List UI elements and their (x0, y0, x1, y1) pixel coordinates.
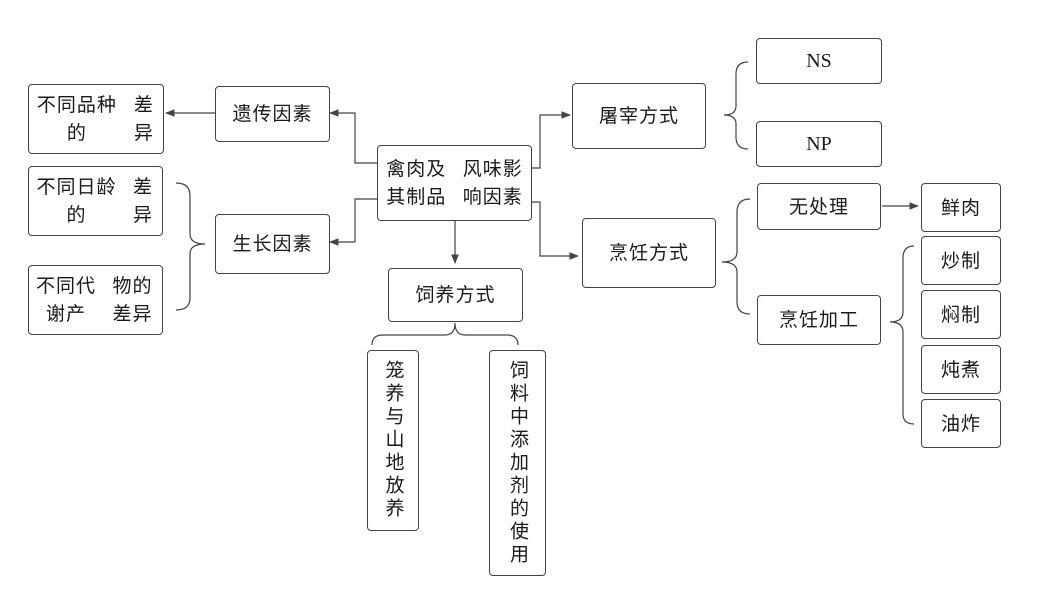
age-difference-node: 不同日龄的 差异 (28, 166, 163, 236)
brace-growth (175, 182, 206, 311)
cooking-processing-node: 烹饪加工 (757, 295, 881, 345)
metabolite-difference-line2: 物的差异 (112, 275, 153, 325)
cage-vs-free-range-node: 笼养与山地放养 (367, 350, 419, 531)
growth-factor-label: 生长因素 (232, 233, 313, 255)
stir-fry-label: 炒制 (940, 249, 981, 272)
brace-processing (889, 245, 915, 425)
ns-node: NS (756, 38, 882, 84)
stir-fry-node: 炒制 (921, 236, 1001, 285)
cooking-method-label: 烹饪方式 (608, 242, 689, 264)
braise-node: 焖制 (921, 290, 1001, 339)
feed-additive-node: 饲料中添加剂的使用 (489, 350, 546, 576)
breed-difference-line2: 差异 (133, 94, 154, 144)
slaughter-method-label: 屠宰方式 (598, 105, 679, 127)
cage-vs-free-range-label: 笼养与山地放养 (382, 360, 405, 521)
cooking-method-node: 烹饪方式 (582, 218, 716, 288)
stew-label: 炖煮 (940, 358, 981, 381)
age-difference-line1: 不同日龄的 (36, 176, 117, 226)
metabolite-difference-line1: 不同代谢产 (35, 275, 96, 325)
breed-difference-node: 不同品种的 差异 (28, 84, 164, 154)
no-treatment-label: 无处理 (788, 195, 849, 218)
genetic-factor-node: 遗传因素 (215, 86, 330, 142)
deep-fry-label: 油炸 (940, 412, 981, 435)
fresh-meat-node: 鲜肉 (921, 183, 1001, 232)
age-difference-line2: 差异 (132, 176, 153, 226)
slaughter-method-node: 屠宰方式 (572, 83, 706, 149)
fresh-meat-label: 鲜肉 (940, 196, 981, 219)
genetic-factor-label: 遗传因素 (232, 103, 313, 125)
root-line2: 风味影响因素 (462, 158, 523, 208)
stew-node: 炖煮 (921, 345, 1001, 394)
braise-label: 焖制 (940, 303, 981, 326)
root-line1: 禽肉及其制品 (386, 158, 447, 208)
metabolite-difference-node: 不同代谢产 物的差异 (28, 265, 163, 335)
no-treatment-node: 无处理 (757, 183, 881, 230)
feed-additive-label: 饲料中添加剂的使用 (507, 359, 529, 567)
feeding-method-label: 饲养方式 (415, 284, 496, 306)
breed-difference-line1: 不同品种的 (36, 94, 117, 144)
feeding-method-node: 饲养方式 (388, 268, 523, 322)
growth-factor-node: 生长因素 (215, 214, 330, 274)
root-node: 禽肉及其制品 风味影响因素 (377, 145, 532, 221)
cooking-processing-label: 烹饪加工 (778, 309, 859, 331)
np-node: NP (756, 121, 882, 167)
arrow-root-to-cooking (532, 201, 579, 260)
brace-slaughter (723, 61, 749, 150)
arrow-root-to-genetic (329, 109, 378, 164)
np-label: NP (806, 133, 832, 155)
brace-cooking (721, 198, 751, 315)
ns-label: NS (806, 50, 832, 72)
arrow-root-to-slaughter (532, 111, 571, 169)
arrow-root-to-growth (329, 198, 378, 246)
deep-fry-node: 油炸 (921, 399, 1001, 448)
brace-feeding (371, 322, 519, 346)
